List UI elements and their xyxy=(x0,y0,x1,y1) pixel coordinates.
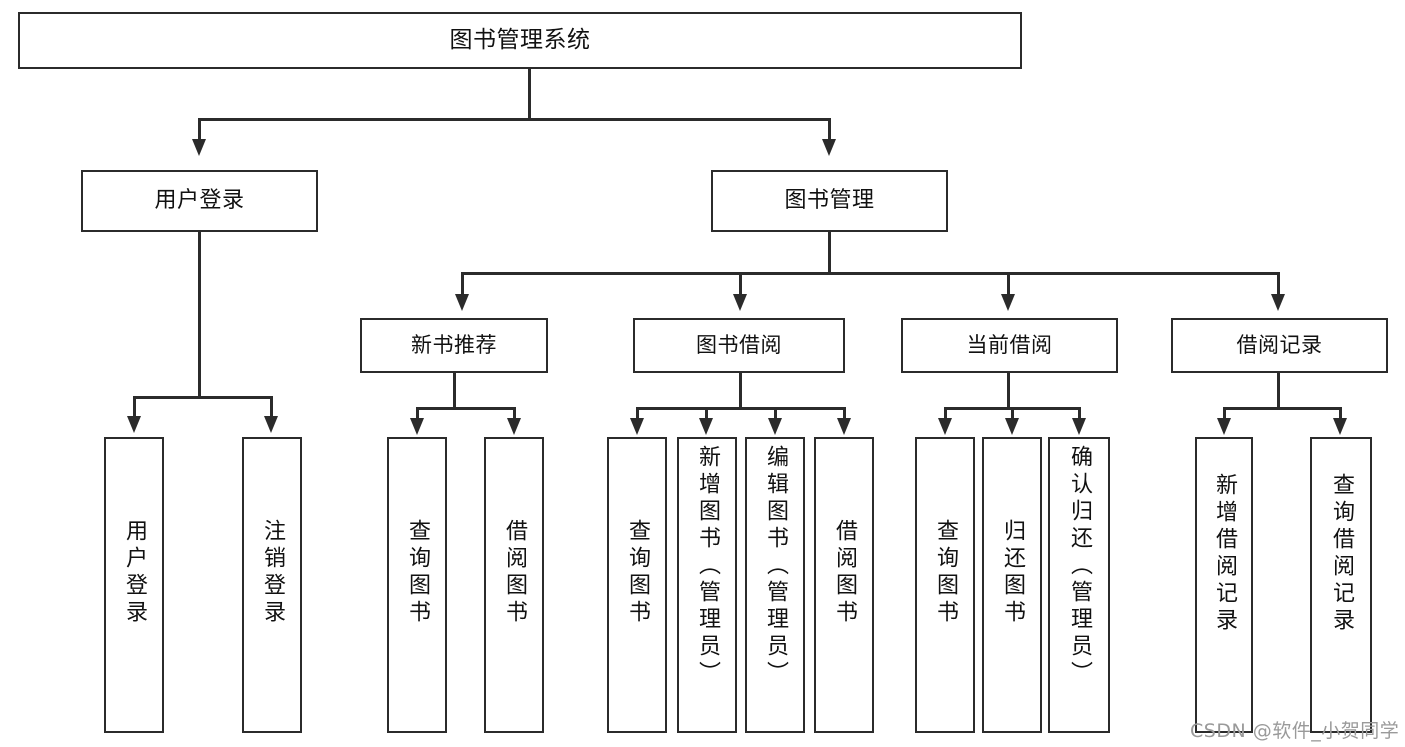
arrowhead-leaf-logout-login xyxy=(263,416,278,433)
node-leaf-borrow-book-1[interactable]: 借阅图书 xyxy=(484,437,544,733)
connector-drop-leaf-user-login xyxy=(133,396,136,418)
csdn-watermark: CSDN @软件_小贺同学 xyxy=(1190,720,1400,742)
node-leaf-user-login-label: 用户登录 xyxy=(122,519,147,627)
node-current-borrow-label: 当前借阅 xyxy=(966,333,1053,358)
connector-user-login-bus xyxy=(133,396,270,399)
arrowhead-current-borrow xyxy=(1000,294,1015,311)
connector-book-manage-stem xyxy=(828,232,831,272)
node-book-manage-label: 图书管理 xyxy=(784,188,875,214)
node-leaf-return-book[interactable]: 归还图书 xyxy=(982,437,1042,733)
node-leaf-borrow-book-2[interactable]: 借阅图书 xyxy=(814,437,874,733)
connector-level1-bus xyxy=(198,118,830,121)
node-book-manage[interactable]: 图书管理 xyxy=(711,170,948,232)
connector-drop-leaf-edit-book xyxy=(774,407,777,420)
node-current-borrow[interactable]: 当前借阅 xyxy=(901,318,1118,373)
arrowhead-book-borrow xyxy=(732,294,747,311)
connector-drop-borrow-record xyxy=(1277,272,1280,296)
arrowhead-leaf-add-borrow-record xyxy=(1216,418,1231,435)
connector-drop-leaf-return-book xyxy=(1011,407,1014,420)
node-leaf-return-book-label: 归还图书 xyxy=(1000,519,1025,627)
connector-level1-drop-user-login xyxy=(198,118,201,141)
arrowhead-new-book-recommend xyxy=(454,294,469,311)
node-leaf-add-book[interactable]: 新增图书（管理员） xyxy=(677,437,737,733)
arrowhead-leaf-return-book xyxy=(1004,418,1019,435)
node-leaf-query-book-2[interactable]: 查询图书 xyxy=(607,437,667,733)
connector-borrow-record-stem xyxy=(1277,373,1280,407)
node-leaf-user-login[interactable]: 用户登录 xyxy=(104,437,164,733)
node-leaf-query-book-1-label: 查询图书 xyxy=(405,519,430,627)
arrowhead-leaf-query-book-1 xyxy=(409,418,424,435)
connector-drop-leaf-confirm-return xyxy=(1078,407,1081,420)
node-leaf-logout-login-label: 注销登录 xyxy=(260,519,285,627)
connector-drop-leaf-query-book-1 xyxy=(416,407,419,420)
connector-drop-leaf-logout-login xyxy=(270,396,273,418)
node-user-login-label: 用户登录 xyxy=(154,188,245,214)
node-new-book-recommend-label: 新书推荐 xyxy=(411,333,497,358)
node-leaf-edit-book-label: 编辑图书（管理员） xyxy=(763,445,788,688)
connector-level2-bus xyxy=(461,272,1279,275)
arrowhead-leaf-query-book-2 xyxy=(629,418,644,435)
node-leaf-query-borrow-record-label: 查询借阅记录 xyxy=(1329,473,1354,635)
node-leaf-query-borrow-record[interactable]: 查询借阅记录 xyxy=(1310,437,1372,733)
node-book-borrow[interactable]: 图书借阅 xyxy=(633,318,845,373)
node-user-login[interactable]: 用户登录 xyxy=(81,170,318,232)
node-new-book-recommend[interactable]: 新书推荐 xyxy=(360,318,548,373)
arrowhead-leaf-edit-book xyxy=(767,418,782,435)
node-leaf-query-book-3-label: 查询图书 xyxy=(933,519,958,627)
connector-drop-new-book-recommend xyxy=(461,272,464,296)
connector-drop-leaf-query-book-3 xyxy=(944,407,947,420)
arrowhead-leaf-borrow-book-1 xyxy=(506,418,521,435)
connector-drop-leaf-query-book-2 xyxy=(636,407,639,420)
arrowhead-leaf-add-book xyxy=(698,418,713,435)
connector-drop-leaf-borrow-book-2 xyxy=(843,407,846,420)
arrowhead-book-manage xyxy=(821,139,836,156)
node-leaf-query-book-1[interactable]: 查询图书 xyxy=(387,437,447,733)
connector-new-book-recommend-stem xyxy=(453,373,456,407)
node-leaf-logout-login[interactable]: 注销登录 xyxy=(242,437,302,733)
node-leaf-borrow-book-1-label: 借阅图书 xyxy=(502,519,527,627)
node-leaf-query-book-2-label: 查询图书 xyxy=(625,519,650,627)
arrowhead-leaf-user-login xyxy=(126,416,141,433)
arrowhead-leaf-borrow-book-2 xyxy=(836,418,851,435)
connector-drop-leaf-query-borrow-record xyxy=(1339,407,1342,420)
connector-book-borrow-stem xyxy=(739,373,742,407)
node-book-borrow-label: 图书借阅 xyxy=(696,333,782,358)
connector-level1-drop-book-manage xyxy=(828,118,831,141)
connector-new-book-recommend-bus xyxy=(416,407,515,410)
node-borrow-record-label: 借阅记录 xyxy=(1236,333,1323,358)
node-leaf-confirm-return[interactable]: 确认归还（管理员） xyxy=(1048,437,1110,733)
node-borrow-record[interactable]: 借阅记录 xyxy=(1171,318,1388,373)
node-root-label: 图书管理系统 xyxy=(449,26,591,53)
connector-user-login-stem xyxy=(198,232,201,396)
node-leaf-confirm-return-label: 确认归还（管理员） xyxy=(1067,445,1092,688)
connector-drop-current-borrow xyxy=(1007,272,1010,296)
arrowhead-leaf-query-borrow-record xyxy=(1332,418,1347,435)
arrowhead-leaf-confirm-return xyxy=(1071,418,1086,435)
arrowhead-borrow-record xyxy=(1270,294,1285,311)
node-leaf-add-book-label: 新增图书（管理员） xyxy=(695,445,720,688)
arrowhead-leaf-query-book-3 xyxy=(937,418,952,435)
connector-drop-leaf-borrow-book-1 xyxy=(513,407,516,420)
node-leaf-add-borrow-record[interactable]: 新增借阅记录 xyxy=(1195,437,1253,733)
connector-book-borrow-bus xyxy=(636,407,845,410)
node-leaf-add-borrow-record-label: 新增借阅记录 xyxy=(1212,473,1237,635)
connector-drop-leaf-add-book xyxy=(705,407,708,420)
connector-root-stem xyxy=(528,69,531,118)
connector-borrow-record-bus xyxy=(1223,407,1341,410)
connector-current-borrow-stem xyxy=(1007,373,1010,407)
connector-drop-book-borrow xyxy=(739,272,742,296)
arrowhead-user-login xyxy=(191,139,206,156)
connector-drop-leaf-add-borrow-record xyxy=(1223,407,1226,420)
node-leaf-borrow-book-2-label: 借阅图书 xyxy=(832,519,857,627)
node-root[interactable]: 图书管理系统 xyxy=(18,12,1022,69)
node-leaf-query-book-3[interactable]: 查询图书 xyxy=(915,437,975,733)
node-leaf-edit-book[interactable]: 编辑图书（管理员） xyxy=(745,437,805,733)
